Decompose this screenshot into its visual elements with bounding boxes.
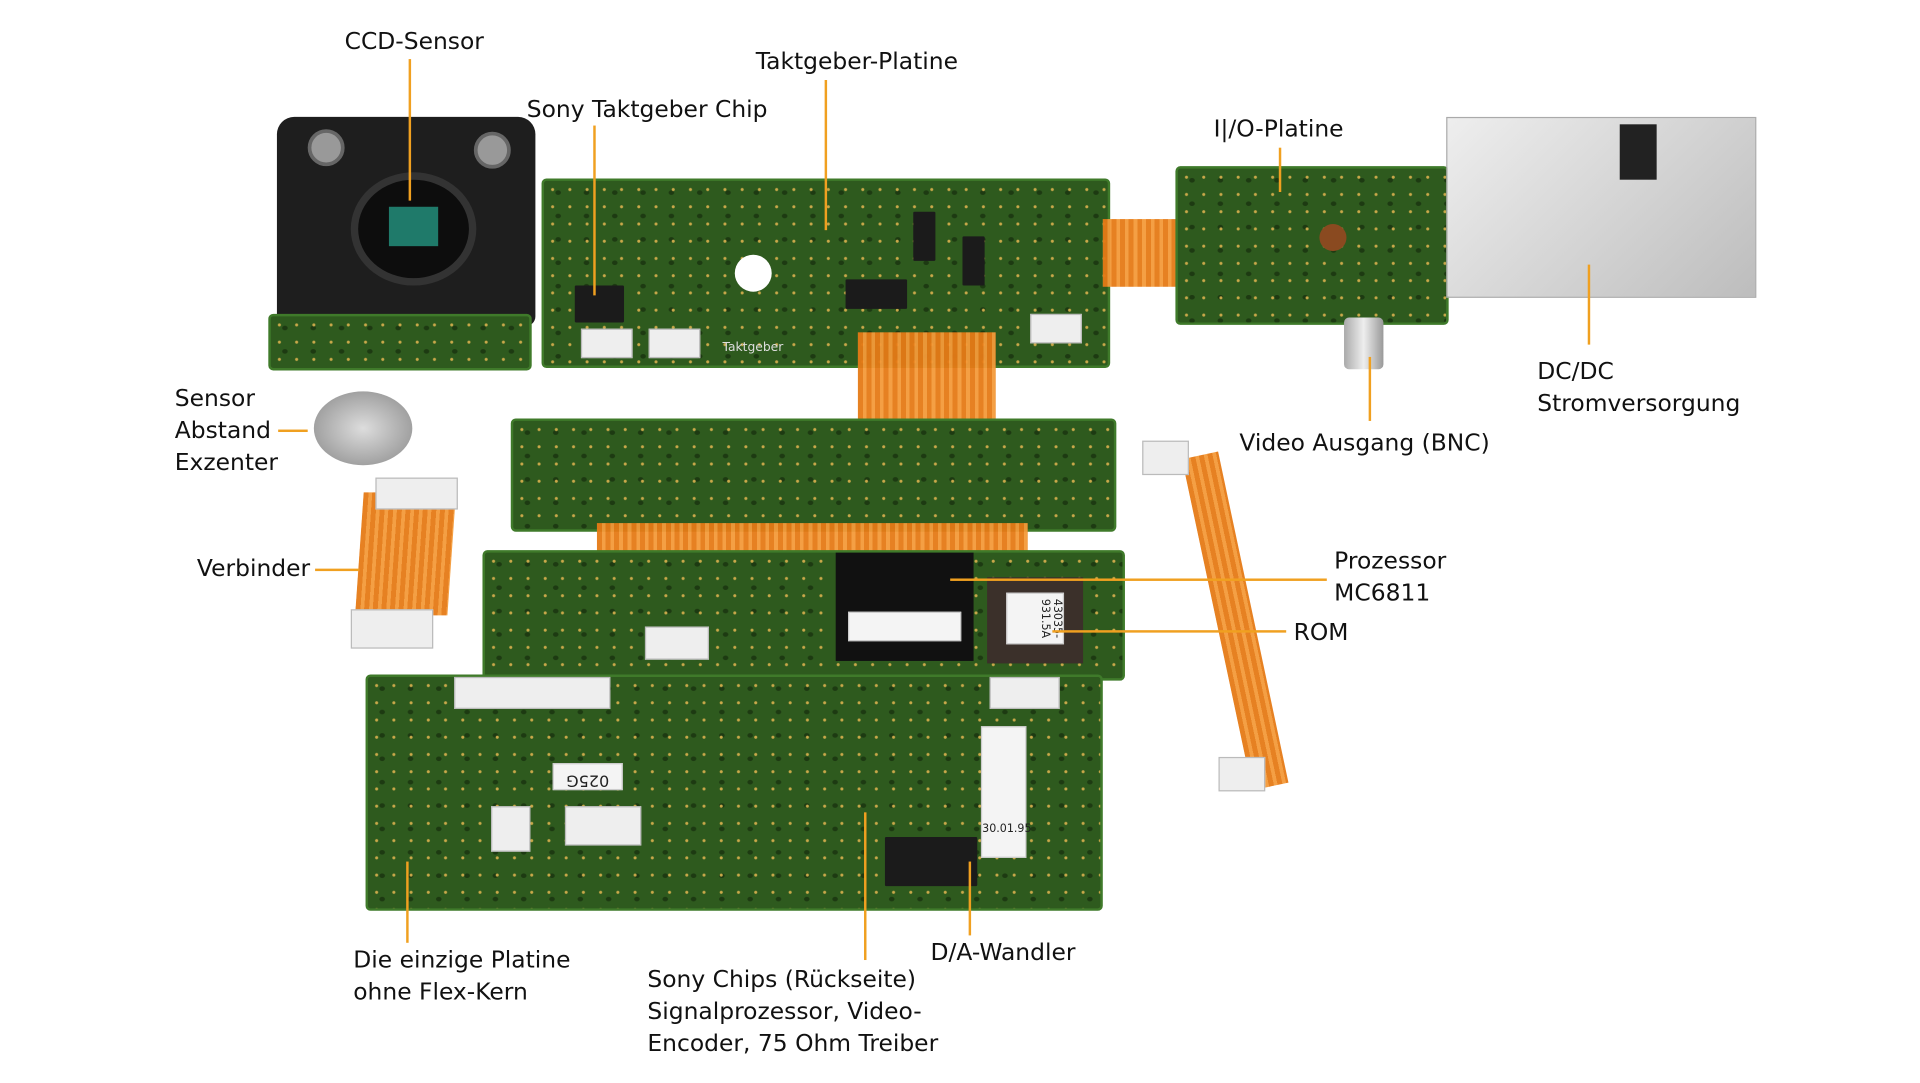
label-line: DC/DC	[1537, 358, 1614, 386]
label-sony-chips: Sony Chips (Rückseite) Signalprozessor, …	[647, 964, 938, 1060]
ccd-chip	[388, 206, 439, 247]
leader-line-ccd	[408, 59, 412, 201]
date-sticker: 30.01.95	[980, 726, 1032, 858]
mounting-hole	[734, 254, 772, 292]
label-line: Sony Chips (Rückseite)	[647, 966, 917, 994]
date-sticker-text: 30.01.95	[982, 823, 1032, 836]
chip	[962, 236, 985, 286]
connector	[350, 609, 434, 649]
leader-line-da	[968, 861, 972, 936]
exzenter-part	[313, 391, 413, 466]
connector	[989, 676, 1060, 709]
rom-sticker: 43035- 931.5A	[1006, 592, 1065, 645]
label-ccd-sensor: CCD-Sensor	[344, 28, 484, 56]
verbinder-flex	[355, 492, 457, 616]
label-line: Stromversorgung	[1537, 390, 1741, 418]
leader-line-rom	[1052, 630, 1287, 633]
leader-line-taktgeber	[824, 80, 828, 231]
connector	[580, 328, 633, 359]
label-sensor-abstand: Sensor Abstand Exzenter	[175, 383, 278, 479]
bnc-connector	[1344, 317, 1384, 370]
processor-sticker	[848, 611, 962, 642]
inductor	[1319, 224, 1347, 252]
label-verbinder: Verbinder	[196, 555, 311, 583]
leader-line-verbinder	[315, 568, 360, 572]
connector	[454, 676, 611, 709]
connector	[491, 806, 531, 852]
right-flex-ribbon	[1181, 451, 1289, 791]
label-line: Prozessor	[1334, 547, 1447, 575]
leader-line-platine	[406, 861, 409, 943]
label-rom: ROM	[1293, 619, 1349, 647]
connector	[564, 806, 642, 846]
board-tag: 025G	[552, 763, 623, 791]
label-line: Signalprozessor, Video-	[647, 998, 922, 1026]
da-converter-chip	[884, 836, 978, 887]
dcdc-component	[1619, 124, 1657, 180]
leader-line-sony-chip	[593, 125, 596, 296]
label-line: Abstand	[174, 417, 271, 445]
rom-label-line: 43035-	[1050, 598, 1063, 639]
processor-board: 43035- 931.5A	[482, 550, 1125, 681]
leader-line-sony-chips	[864, 812, 867, 961]
ccd-sensor-housing	[276, 116, 536, 327]
main-video-board: 025G 30.01.95	[365, 674, 1103, 911]
connector	[1142, 440, 1189, 476]
leader-line-bnc	[1368, 356, 1372, 421]
leader-line-io	[1278, 147, 1282, 193]
io-board	[1175, 166, 1449, 325]
connector	[375, 477, 458, 510]
label-einzige-platine: Die einzige Platine ohne Flex-Kern	[353, 944, 570, 1008]
ccd-mount-screw	[473, 131, 511, 169]
connector	[1030, 313, 1082, 344]
chip	[845, 279, 908, 309]
label-line: Sensor	[174, 385, 255, 413]
label-video-ausgang: Video Ausgang (BNC)	[1239, 429, 1490, 457]
leader-line-prozessor	[950, 578, 1327, 581]
label-line: Exzenter	[174, 449, 279, 477]
ccd-mount-screw	[307, 129, 345, 167]
label-dcdc: DC/DC Stromversorgung	[1537, 356, 1740, 420]
label-line: MC6811	[1334, 579, 1431, 607]
label-line: Encoder, 75 Ohm Treiber	[647, 1030, 939, 1058]
rom-socket: 43035- 931.5A	[987, 577, 1084, 664]
flex-cable	[1102, 219, 1180, 287]
taktgeber-print: Taktgeber	[722, 340, 784, 355]
label-prozessor: Prozessor MC6811	[1334, 545, 1446, 609]
connector	[644, 626, 709, 660]
mc6811-processor	[835, 552, 974, 661]
label-da-wandler: D/A-Wandler	[930, 939, 1076, 967]
second-board	[510, 418, 1117, 532]
connector	[648, 328, 701, 359]
connector	[1218, 756, 1266, 792]
label-line: Die einzige Platine	[353, 946, 571, 974]
flex-cable	[857, 332, 996, 425]
leader-line-exzenter	[278, 429, 308, 433]
flex-cable	[596, 523, 1028, 554]
label-io-platine: I|/O-Platine	[1213, 115, 1344, 143]
chip	[913, 211, 936, 261]
leader-line-dcdc	[1587, 264, 1591, 345]
chip	[574, 285, 625, 323]
ccd-sensor-window	[350, 172, 477, 286]
rom-label-line: 931.5A	[1038, 598, 1051, 639]
label-sony-taktgeber-chip: Sony Taktgeber Chip	[526, 96, 768, 124]
ccd-base-board	[268, 313, 532, 371]
dcdc-metal-box	[1446, 116, 1757, 298]
label-taktgeber-platine: Taktgeber-Platine	[755, 48, 959, 76]
label-line: ohne Flex-Kern	[353, 978, 528, 1006]
